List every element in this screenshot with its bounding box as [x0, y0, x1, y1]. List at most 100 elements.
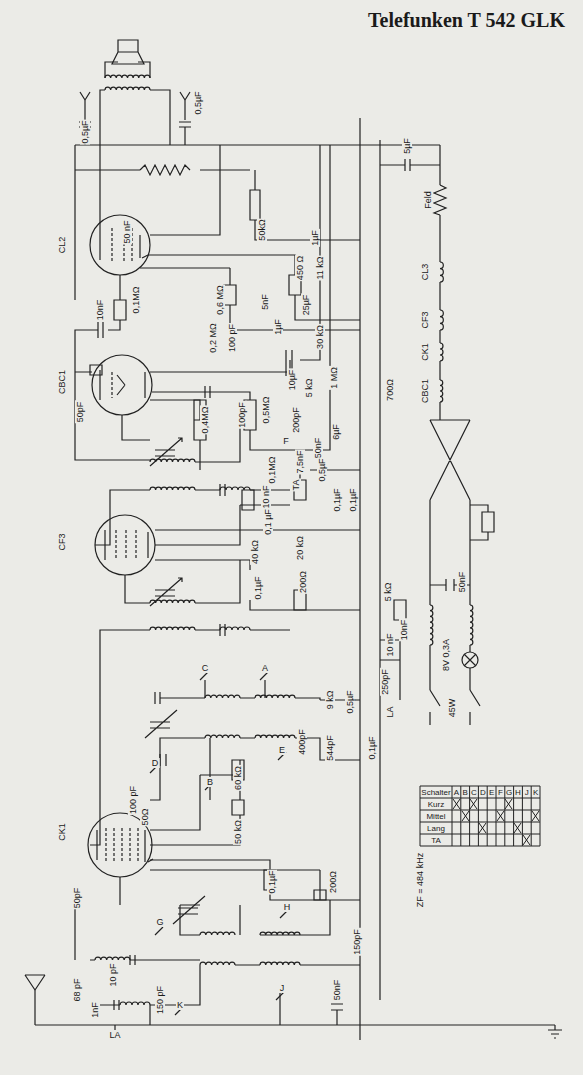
component-label: 0,1µF	[367, 735, 377, 760]
component-label: 150 pF	[155, 985, 165, 1015]
component-label: F	[282, 436, 290, 446]
component-label: 10µF	[287, 369, 297, 392]
component-label: CF3	[420, 310, 430, 329]
component-label: 0,1µF	[267, 869, 277, 894]
table-cell: B	[463, 788, 468, 797]
component-label: 0,1MΩ	[131, 286, 141, 315]
table-cell: H	[515, 788, 521, 797]
coil-symbol	[205, 735, 240, 738]
component-label: 5 kΩ	[383, 582, 393, 603]
wires	[35, 62, 555, 1040]
component-label: 11 kΩ	[315, 255, 325, 280]
tube-grids	[106, 228, 138, 862]
component-label: 50nF	[457, 571, 467, 594]
title: Telefunken T 542 GLK	[368, 8, 565, 32]
component-label: 200Ω	[298, 570, 308, 594]
table-cell: Schalter	[421, 788, 450, 797]
coil-symbol	[150, 459, 195, 462]
table-cell: Mittel	[426, 812, 445, 821]
coil-symbol	[220, 487, 250, 490]
coil-symbol	[105, 87, 150, 90]
table-cell: C	[471, 788, 477, 797]
coil-group	[95, 75, 473, 1005]
coil-symbol	[205, 695, 240, 698]
component-label: 200pF	[291, 406, 301, 434]
coil-symbol	[440, 380, 443, 402]
component-label: Feld	[423, 190, 433, 210]
component-label: 100pF	[237, 401, 247, 429]
component-label: LA	[385, 705, 395, 718]
component-label: CK1	[57, 822, 67, 842]
coil-symbol	[105, 75, 150, 78]
coil-symbol	[470, 605, 473, 645]
component-label: CBC1	[420, 378, 430, 404]
resistor-symbols	[90, 165, 494, 900]
table-cell: E	[489, 788, 494, 797]
component-label: B	[206, 777, 214, 787]
tube-cl2	[90, 215, 150, 275]
component-label: TA	[291, 479, 301, 492]
component-label: 10 pF	[108, 962, 118, 987]
pilot-lamp	[462, 652, 478, 668]
component-label: 6µF	[331, 423, 341, 441]
table-cell: A	[454, 788, 459, 797]
coil-symbol	[255, 695, 295, 698]
component-label: 20 kΩ	[295, 535, 305, 561]
switch-contacts	[150, 672, 480, 1015]
component-label: 0,5µF	[80, 119, 90, 144]
component-label: 1µF	[310, 229, 320, 247]
table-cell: K	[533, 788, 538, 797]
component-label: CF3	[57, 532, 67, 551]
component-label: 100 pF	[227, 323, 237, 353]
component-label: 0,1µF	[253, 575, 263, 600]
coil-symbol	[150, 600, 195, 603]
component-label: 50 kΩ	[233, 819, 243, 845]
component-label: CK1	[420, 342, 430, 362]
component-label: 10 nF	[385, 632, 395, 657]
coil-symbol	[430, 605, 433, 645]
component-label: E	[278, 745, 286, 755]
component-label: 250pF	[380, 668, 390, 696]
component-label: 7,5nF	[295, 449, 305, 474]
component-label: 50Ω	[140, 808, 150, 827]
coil-symbol	[220, 627, 250, 630]
lamp-cross	[464, 654, 476, 666]
component-label: ZF = 484 kHz	[415, 852, 425, 908]
speaker	[25, 40, 562, 1038]
coil-symbol	[95, 957, 130, 960]
component-label: 50pF	[72, 887, 82, 910]
component-label: 45W	[447, 698, 457, 719]
component-label: 100 pF	[128, 785, 138, 815]
coil-symbol	[120, 1002, 150, 1005]
component-label: 0,5µF	[317, 457, 327, 482]
component-label: 30 kΩ	[315, 324, 325, 350]
coil-symbol	[200, 932, 235, 935]
component-label: LA	[108, 1030, 121, 1040]
capacitor-symbols	[79, 122, 454, 1010]
component-label: 450 Ω	[295, 255, 305, 281]
component-label: 0,1MΩ	[267, 456, 277, 485]
component-label: K	[176, 1000, 184, 1010]
table-cell: F	[498, 788, 503, 797]
component-label: 400pF	[297, 728, 307, 756]
component-label: CBC1	[57, 369, 67, 395]
tuning-capacitors	[145, 438, 205, 924]
tube-electrodes	[97, 230, 153, 862]
table-cell: Lang	[427, 824, 445, 833]
coil-symbol	[440, 310, 443, 330]
coil-symbol	[260, 932, 300, 935]
component-label: 0,1µF	[348, 487, 358, 512]
coil-symbol	[150, 627, 195, 630]
table-cell: J	[525, 788, 529, 797]
table-grid	[420, 786, 540, 846]
component-label: D	[151, 758, 160, 768]
component-label: 5nF	[260, 293, 270, 311]
component-label: 50nF	[313, 437, 323, 460]
component-label: 0,6 MΩ	[215, 284, 225, 315]
table-cell: Kurz	[428, 800, 444, 809]
table-cell: TA	[431, 836, 441, 845]
component-label: 8V 0,3A	[441, 638, 451, 672]
component-label: 5 kΩ	[304, 378, 314, 399]
coil-symbol	[200, 962, 235, 965]
switch-table	[420, 786, 540, 846]
